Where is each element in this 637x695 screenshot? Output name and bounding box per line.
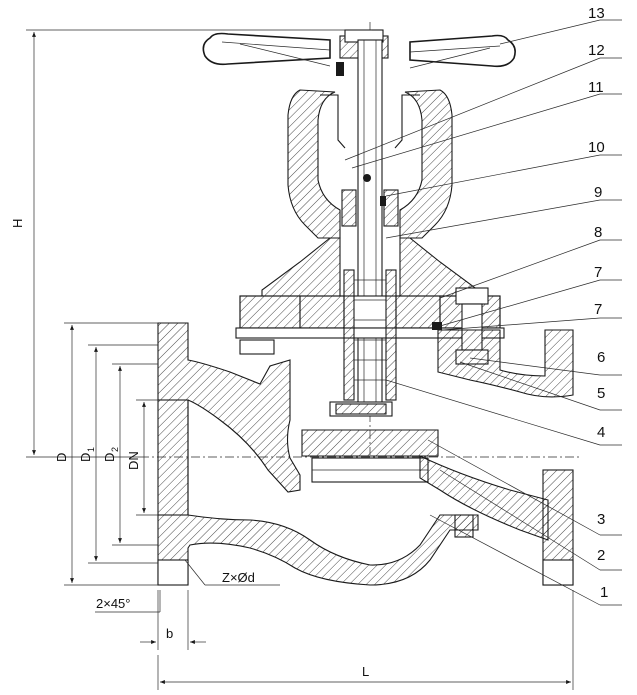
- callout-numbers: 13 12 11 10 9 8 7 7 6 5 4 3 2 1: [588, 5, 608, 601]
- dim-label-d2: D: [102, 453, 117, 462]
- dim-label-d: D: [54, 453, 69, 462]
- dim-label-d1-sub: 1: [86, 447, 96, 452]
- callout-12: 12: [588, 42, 605, 59]
- dimension-l: L: [157, 590, 574, 690]
- dim-label-d2-sub: 2: [110, 447, 120, 452]
- dim-label-b: b: [166, 626, 173, 641]
- callout-10: 10: [588, 139, 605, 156]
- dim-label-chamfer: 2×45°: [96, 596, 130, 611]
- dimension-diameters: D D 1 D 2 DN: [54, 322, 158, 586]
- dimension-h: H: [10, 29, 372, 458]
- dim-label-d1: D: [78, 453, 93, 462]
- callout-4: 4: [597, 424, 605, 441]
- callout-8: 8: [594, 224, 602, 241]
- callout-3: 3: [597, 511, 605, 528]
- dimension-b: b: [140, 590, 206, 650]
- callout-2: 2: [597, 547, 605, 564]
- callout-9: 9: [594, 184, 602, 201]
- dim-label-bolts: Z×Ød: [222, 570, 255, 585]
- callout-5: 5: [597, 385, 605, 402]
- callout-7b: 7: [594, 301, 602, 318]
- callout-1: 1: [600, 584, 608, 601]
- callout-13: 13: [588, 5, 605, 22]
- dim-label-h: H: [10, 219, 25, 228]
- dimension-chamfer: 2×45°: [95, 590, 161, 613]
- callout-11: 11: [588, 79, 604, 96]
- callout-leaders: [344, 19, 622, 606]
- dim-label-dn: DN: [126, 451, 141, 470]
- valve-body: [157, 322, 574, 586]
- yoke: [261, 89, 479, 301]
- packing-column: [343, 269, 397, 401]
- valve-disc: [301, 401, 439, 483]
- dim-label-l: L: [362, 664, 369, 679]
- callout-7a: 7: [594, 264, 602, 281]
- dimension-bolts: Z×Ød: [184, 559, 280, 586]
- callout-6: 6: [597, 349, 605, 366]
